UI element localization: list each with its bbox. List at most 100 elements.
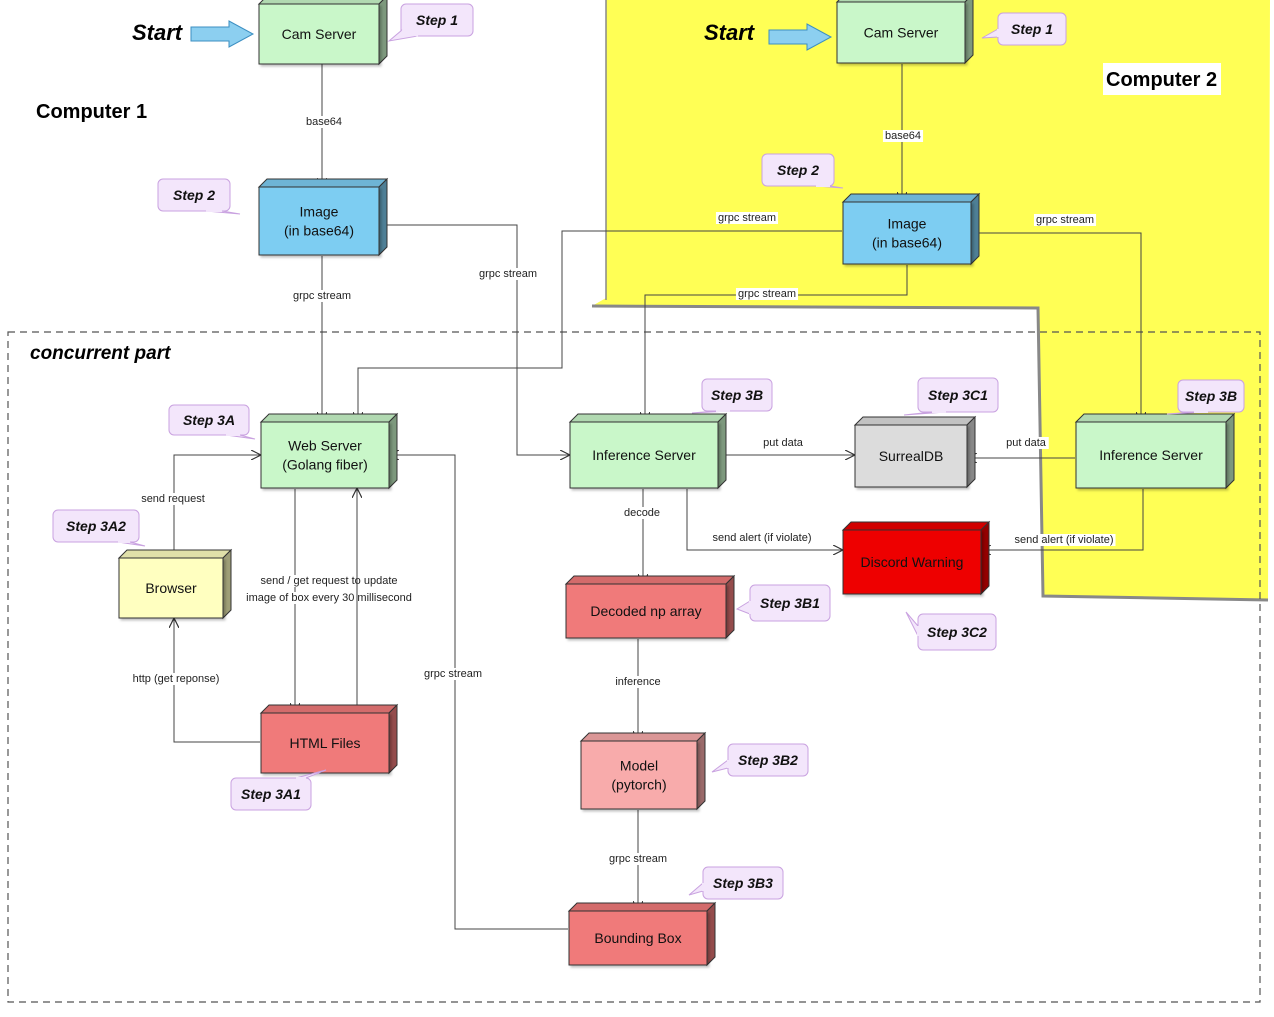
edge-label-img2-web: grpc stream [718,212,776,224]
step-label: Step 3C1 [928,387,988,403]
edge-label-cam2-img2: base64 [885,130,921,142]
step-callout-s2-right: Step 2 [761,153,844,189]
step-label: Step 1 [416,12,458,28]
step-label: Step 1 [1011,21,1053,37]
node-cam2-face [836,1,966,64]
edge-browser-web [173,455,260,557]
edge-inf1-discord [686,489,842,550]
node-cam1-side [378,0,388,66]
node-web-label: (Golang fiber) [282,457,368,473]
step-callout-s3c1: Step 3C1 [903,377,999,416]
node-img1-side [378,177,388,257]
node-bbox-label: Bounding Box [594,930,681,946]
node-inf1-face [569,421,719,489]
start-arrow-right [768,23,833,51]
node-img1-top [257,178,389,188]
step-label: Step 3B3 [713,875,773,891]
step-bubble-tail [735,600,751,615]
edge-label-bg [606,853,670,865]
edge-label-inf1-decoded: decode [624,507,660,519]
node-model-top [579,732,707,742]
node-cam1: Cam Server [257,0,388,66]
step-bubble [230,777,312,811]
node-img2-side [970,192,980,266]
node-inf1-top [568,413,728,423]
edge-label-bg [244,592,414,604]
node-cam1-face [258,3,380,65]
node-discord-side [980,520,990,596]
edge-img1-inf1 [380,224,569,455]
step-label: Step 3B [711,387,763,403]
node-discord-top [841,521,991,531]
computer2-border [591,304,1269,602]
node-decoded-side [725,574,735,640]
step-label: Step 3A1 [241,786,301,802]
edge-label-model-bbox: grpc stream [609,853,667,865]
node-inf1: Inference Server [568,412,728,490]
node-browser-face [118,557,224,619]
node-bbox-top [567,902,717,912]
step-bubble [157,178,231,212]
edge-label-bg [715,212,779,224]
node-decoded: Decoded np array [564,574,736,640]
node-decoded-label: Decoded np array [590,603,701,619]
start-arrow-left [190,20,255,48]
node-web-top [259,413,399,423]
step-bubble-tail [688,881,704,896]
node-browser: Browser [117,548,233,620]
edge-label-bg [476,268,540,280]
step-label: Step 3B2 [738,752,798,768]
concurrent-region [7,331,1261,1003]
step-callout-s3b-left: Step 3B [691,378,773,414]
node-discord-face [842,529,982,595]
step-bubble [1177,379,1245,413]
node-decoded-face [565,583,727,639]
edge-label-decoded-model: inference [615,676,660,688]
step-callout-s3b-right: Step 3B [1166,379,1245,415]
step-label: Step 3B [1185,388,1237,404]
step-callout-s3a: Step 3A [168,404,256,440]
edge-label-bg [303,116,345,128]
edge-label-inf1-discord: send alert (if violate) [712,532,811,544]
node-inf2-face [1075,421,1227,489]
edge-label-bg [1012,534,1116,546]
node-img1-label: (in base64) [284,223,354,239]
node-discord: Discord Warning [841,520,991,596]
node-model-side [696,731,706,811]
node-inf2: Inference Server [1074,412,1236,490]
step-label: Step 2 [777,162,819,178]
edge-label-web-html: image of box every 30 millisecond [246,592,412,604]
edge-label-bg [1004,437,1049,449]
start-label-left: Start [132,20,184,45]
edge-label-bg [882,130,924,142]
node-web-label: Web Server [288,438,362,454]
node-surreal: SurrealDB [853,415,977,489]
edge-label-img2-inf1: grpc stream [738,288,796,300]
edge-label-bg [613,676,663,688]
node-img1-face [258,186,380,256]
node-html: HTML Files [259,703,399,775]
node-html-label: HTML Files [289,735,360,751]
edges-layer: base64 grpc stream grpc stream send request… [130,64,1144,930]
node-browser-side [222,548,232,620]
edge-label-bg [290,290,354,302]
edge-label-cam1-img1: base64 [306,116,342,128]
edge-inf2-discord [982,489,1144,550]
node-decoded-top [564,575,736,585]
node-web-side [388,412,398,490]
edge-label-img1-web: grpc stream [293,290,351,302]
edge-label-browser-web: send request [141,493,205,505]
node-img1-label: Image [300,204,339,220]
edge-label-img2-inf2: grpc stream [1036,214,1094,226]
node-inf1-side [717,412,727,490]
step-bubble [701,378,773,412]
edge-label-bg [621,507,663,519]
node-model-label: Model [620,758,658,774]
step-callout-s3a2: Step 3A2 [52,509,146,547]
node-model-label: (pytorch) [611,777,666,793]
node-model-face [580,740,698,810]
edge-html-browser [174,619,260,743]
step-callout-s3b3: Step 3B3 [688,866,784,900]
